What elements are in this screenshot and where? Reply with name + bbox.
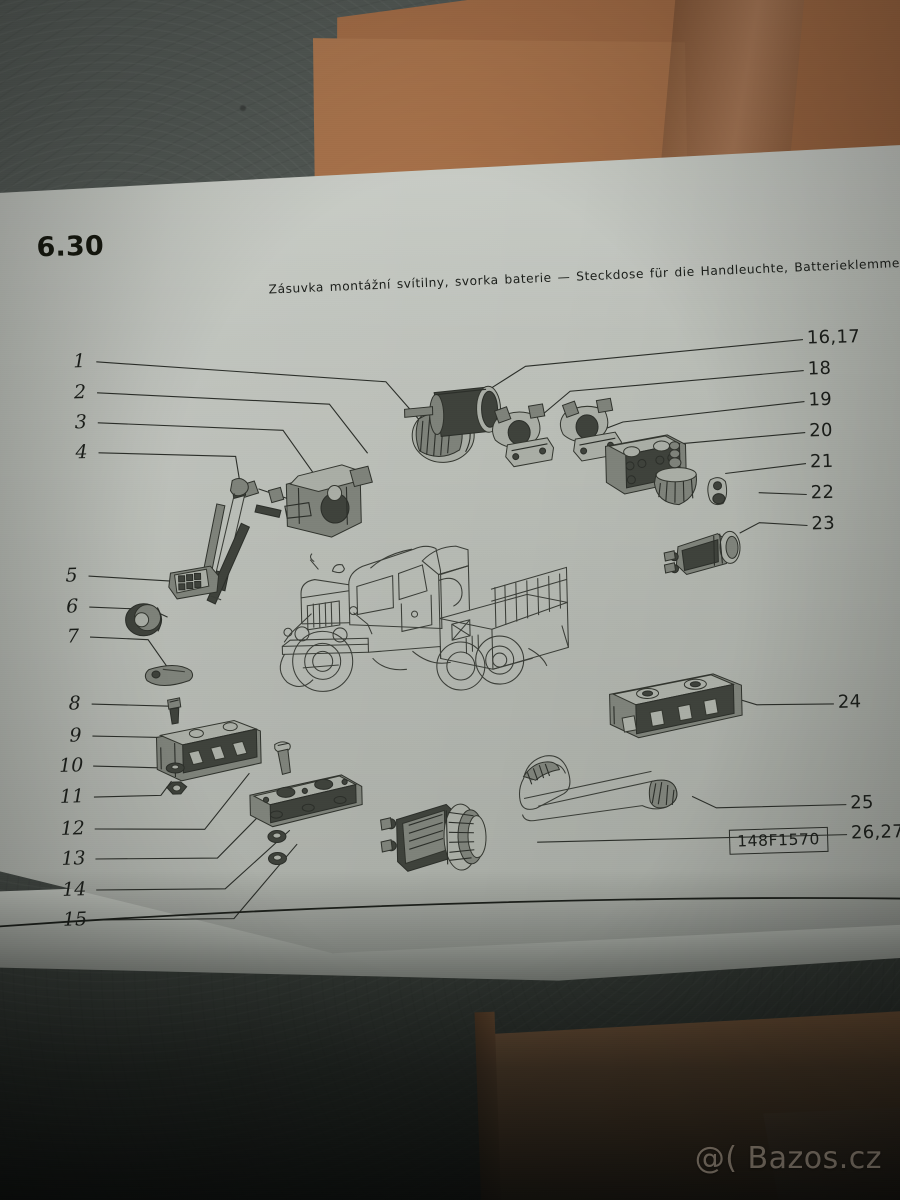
part-label-3: 3 (74, 411, 88, 434)
part-label-5: 5 (65, 564, 78, 587)
part-washer-10 (165, 762, 185, 774)
part-label-25: 25 (850, 791, 875, 814)
part-big-socket (380, 803, 487, 872)
part-label-23: 23 (811, 512, 836, 535)
part-mounting-plate (249, 774, 363, 828)
drawing-reference-code: 148F1570 (728, 826, 829, 855)
illustration-tatra-truck (279, 545, 569, 692)
part-label-9: 9 (69, 724, 82, 747)
part-label-24: 24 (837, 691, 862, 713)
part-label-26-27: 26,27 (850, 821, 900, 844)
part-label-7: 7 (66, 625, 80, 648)
part-label-11: 11 (59, 785, 85, 808)
part-screw-8 (167, 697, 182, 725)
part-bus-bar (609, 673, 743, 739)
part-small-lug (707, 477, 728, 506)
part-terminal-block-9 (155, 720, 262, 782)
part-knurled-cap (653, 441, 698, 506)
part-label-1: 1 (73, 350, 86, 373)
part-label-20: 20 (808, 419, 833, 442)
leader-lines-left-top (96, 361, 423, 486)
part-switch-assembly (231, 464, 373, 538)
part-label-16-17: 16,17 (806, 326, 861, 349)
part-nut-11 (165, 781, 188, 795)
part-battery-clamp-a (492, 403, 555, 468)
part-label-2: 2 (73, 381, 87, 404)
part-label-4: 4 (75, 441, 88, 464)
catalogue-page-content: 6.30 Zásuvka montážní svítilny, svorka b… (0, 138, 900, 962)
part-battery-strap (518, 755, 678, 822)
part-label-22: 22 (810, 481, 835, 504)
part-bushing (125, 603, 163, 637)
floor-shadow-bottom (0, 870, 900, 1200)
part-label-8: 8 (68, 692, 81, 715)
part-label-19: 19 (808, 388, 833, 411)
part-screw-12 (274, 741, 291, 776)
part-label-13: 13 (61, 847, 86, 870)
part-washer-14 (267, 830, 287, 844)
part-connector-block (168, 565, 220, 600)
part-oval-eyelet (144, 665, 194, 687)
part-label-18: 18 (807, 357, 832, 380)
part-label-21: 21 (809, 450, 834, 473)
part-washer-15 (267, 852, 287, 866)
part-label-6: 6 (65, 595, 79, 618)
part-label-12: 12 (60, 817, 86, 840)
part-socket-plug (663, 530, 741, 576)
part-lamp-socket-barrel (404, 385, 502, 437)
part-label-10: 10 (58, 754, 84, 777)
exploded-parts-diagram (0, 339, 900, 929)
